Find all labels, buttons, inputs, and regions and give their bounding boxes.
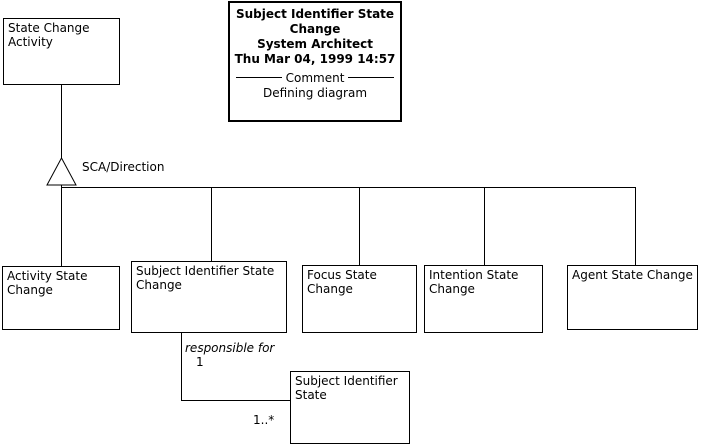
generalization-drop-subject-identifier-state-change <box>211 187 212 261</box>
class-name-focus-state-change: Focus State Change <box>307 268 377 296</box>
generalization-drop-focus-state-change <box>359 187 360 265</box>
class-box-intention-state-change[interactable]: Intention State Change <box>424 265 543 333</box>
class-box-subject-identifier-state-change[interactable]: Subject Identifier State Change <box>131 261 287 333</box>
generalization-bus <box>61 187 636 188</box>
diagram-title-note: Subject Identifier State Change System A… <box>228 1 402 122</box>
class-box-agent-state-change[interactable]: Agent State Change <box>567 265 698 330</box>
generalization-stem-upper <box>61 85 62 159</box>
generalization-triangle-icon <box>46 156 77 186</box>
class-name-intention-state-change: Intention State Change <box>429 268 519 296</box>
generalization-drop-agent-state-change <box>635 187 636 265</box>
note-separator-label: Comment <box>285 70 345 85</box>
class-box-activity-state-change[interactable]: Activity State Change <box>2 266 120 330</box>
class-box-state-change-activity[interactable]: State Change Activity <box>3 18 120 85</box>
class-name-subject-identifier-state: Subject Identifier State <box>295 374 398 402</box>
association-role-label: responsible for <box>185 341 275 355</box>
association-source-multiplicity: 1 <box>196 355 204 369</box>
generalization-label: SCA/Direction <box>82 160 165 174</box>
class-name-subject-identifier-state-change: Subject Identifier State Change <box>136 264 275 292</box>
association-segment-vertical <box>181 333 182 401</box>
note-body: Defining diagram <box>262 86 368 100</box>
class-name-agent-state-change: Agent State Change <box>572 268 693 282</box>
generalization-drop-intention-state-change <box>484 187 485 265</box>
note-title: Subject Identifier State Change System A… <box>234 7 396 66</box>
class-box-focus-state-change[interactable]: Focus State Change <box>302 265 417 333</box>
class-box-subject-identifier-state[interactable]: Subject Identifier State <box>290 371 410 444</box>
class-name-state-change-activity: State Change Activity <box>8 21 90 49</box>
generalization-drop-activity-state-change <box>61 187 62 266</box>
association-target-multiplicity: 1..* <box>253 413 275 427</box>
note-separator-rule-left <box>236 77 282 78</box>
note-separator-rule-right <box>348 77 395 78</box>
note-separator: Comment <box>236 70 395 85</box>
association-segment-horizontal <box>181 400 291 401</box>
class-name-activity-state-change: Activity State Change <box>7 269 88 297</box>
